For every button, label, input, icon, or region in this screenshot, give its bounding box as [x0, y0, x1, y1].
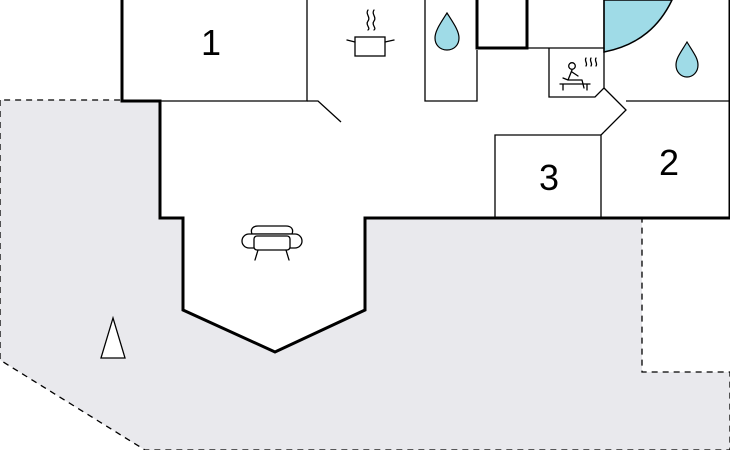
- water-drop-icon: [434, 11, 460, 51]
- pool-water-drop-icon: [675, 40, 699, 78]
- cooking-pot-icon: [346, 9, 395, 57]
- right-hall-walls: [603, 87, 627, 133]
- sofa-icon: [241, 225, 303, 261]
- house-interior: [122, 0, 730, 352]
- outer-wall-right: [495, 0, 730, 220]
- room-3-label: 3: [539, 157, 559, 198]
- sauna-icon: [559, 57, 598, 91]
- bathroom-walls: [424, 0, 478, 102]
- room-1-label: 1: [201, 22, 221, 63]
- room-2-label: 2: [659, 142, 679, 183]
- room-3-walls: [494, 134, 601, 218]
- sauna-walls: [548, 48, 605, 98]
- north-arrow-icon: [100, 315, 126, 359]
- hall-diagonal-wall: [307, 100, 342, 123]
- wc-walls: [475, 0, 529, 50]
- pool: [603, 0, 673, 53]
